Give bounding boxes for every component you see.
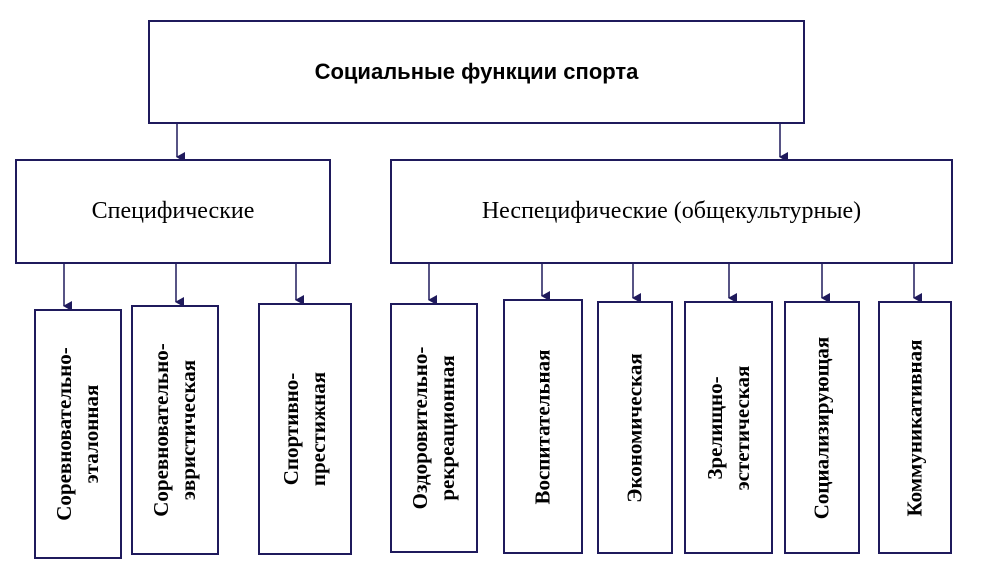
function-label-2: Соревновательно- эвристическая <box>149 343 200 517</box>
function-label-3: Спортивно- престижная <box>279 371 330 487</box>
function-label-4: Оздоровительно- рекреационная <box>408 346 459 510</box>
root-title: Социальные функции спорта <box>314 59 639 84</box>
function-label-7: Зрелищно- эстетическая <box>702 365 754 490</box>
function-label-5: Воспитательная <box>530 348 555 505</box>
function-box-3: Спортивно- престижная <box>258 303 352 555</box>
function-box-4: Оздоровительно- рекреационная <box>390 303 478 553</box>
category-specific-label: Специфические <box>91 198 255 224</box>
category-nonspecific-label: Неспецифические (общекультурные) <box>481 198 862 224</box>
function-label-8: Социализирующая <box>809 336 834 519</box>
function-box-9: Коммуникативная <box>878 301 952 554</box>
function-box-2: Соревновательно- эвристическая <box>131 305 219 555</box>
function-label-9: Коммуникативная <box>902 338 927 517</box>
category-specific-box: Специфические <box>15 159 331 264</box>
function-label-6: Экономическая <box>622 352 647 503</box>
function-box-7: Зрелищно- эстетическая <box>684 301 773 554</box>
function-label-1: Соревновательно- эталонная <box>52 347 103 521</box>
function-box-6: Экономическая <box>597 301 673 554</box>
function-box-5: Воспитательная <box>503 299 583 554</box>
root-box: Социальные функции спорта <box>148 20 805 124</box>
function-box-1: Соревновательно- эталонная <box>34 309 122 559</box>
category-nonspecific-box: Неспецифические (общекультурные) <box>390 159 953 264</box>
function-box-8: Социализирующая <box>784 301 860 554</box>
